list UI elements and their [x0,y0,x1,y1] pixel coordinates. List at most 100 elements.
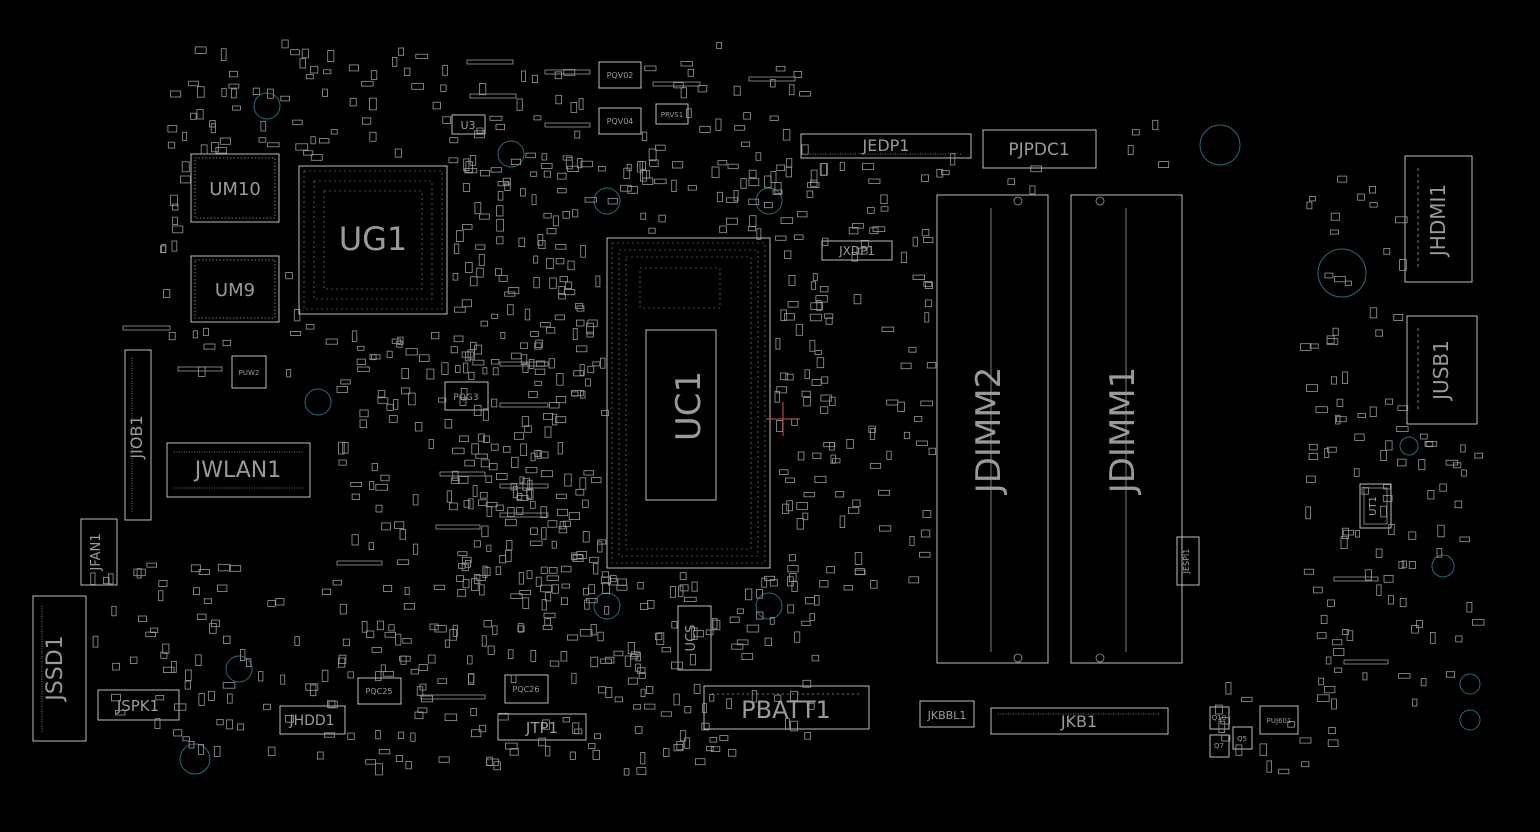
connector-jedp1[interactable]: JEDP1 [800,133,972,159]
ic-ucs[interactable]: UCS [677,605,712,671]
passive-footprint [290,330,302,336]
passive-footprint [450,477,460,484]
passive-footprint [461,299,472,308]
label-ut1: UT1 [1368,496,1379,516]
ic-puj601[interactable]: PUJ601 [1259,705,1299,735]
passive-footprint [338,654,347,664]
passive-footprint [791,580,798,592]
passive-footprint [137,615,147,622]
passive-footprint [171,203,179,211]
passive-footprint [1329,229,1340,235]
passive-footprint [727,163,739,170]
connector-jkbbl1[interactable]: JKBBL1 [919,700,975,728]
passive-footprint [339,603,347,615]
gpu-ug1[interactable]: UG1 [298,165,448,315]
passive-footprint [909,536,915,546]
passive-footprint [693,683,701,694]
connector-jusb1[interactable]: JUSB1 [1406,315,1478,425]
connector-jspk1[interactable]: JSPK1 [97,689,180,721]
ic-u3[interactable]: U3 [451,114,486,135]
ic-ut1[interactable]: UT1 [1359,483,1392,529]
passive-footprint [680,61,694,67]
passive-footprint [184,680,191,690]
power-stage-pqv04[interactable]: PQV04 [598,107,642,135]
passive-footprint [1336,398,1344,407]
power-stage-pqg3[interactable]: PQG3 [444,381,489,411]
connector-jwlan1[interactable]: JWLAN1 [166,442,311,498]
passive-footprint [601,410,609,416]
connector-jxdp1[interactable]: JXDP1 [821,240,893,261]
passive-footprint [217,563,231,572]
passive-footprint [484,567,491,576]
label-jusb1: JUSB1 [1429,340,1453,402]
connector-jiob1[interactable]: JIOB1 [124,349,152,521]
connector-jhdd1[interactable]: JHDD1 [279,705,346,735]
passive-footprint [136,568,142,579]
passive-footprint [640,688,646,698]
passive-footprint [111,693,121,702]
passive-footprint [555,94,562,105]
passive-footprint [208,690,215,701]
passive-footprint [1355,530,1361,538]
connector-pbatt1[interactable]: PBATT1 [703,685,870,730]
passive-footprint [1401,560,1407,569]
connector-jssd1[interactable]: JSSD1 [32,595,87,742]
connector-jkb1[interactable]: JKB1 [990,707,1169,735]
connector-jespi1[interactable]: JESPI1 [1176,536,1200,586]
passive-footprint [323,69,332,75]
power-stage-pqc26[interactable]: PQC26 [504,674,549,704]
passive-footprint [375,730,381,740]
passive-footprint [504,291,516,297]
passive-footprint [684,596,697,602]
passive-footprint [491,398,498,408]
passive-footprint [812,452,822,460]
passive-footprint [371,462,378,472]
power-stage-pqc25[interactable]: PQC25 [357,677,402,705]
connector-pjpdc1[interactable]: PJPDC1 [982,129,1097,169]
ic-puw2[interactable]: PUW2 [231,355,267,389]
passive-footprint [200,144,208,155]
power-stage-pqv02[interactable]: PQV02 [598,61,642,89]
passive-footprint [510,674,517,684]
passive-footprint [511,352,522,360]
passive-footprint [804,369,810,380]
passive-footprint [1375,329,1383,337]
passive-footprint [369,131,377,142]
dimm-slot-jdimm1[interactable]: JDIMM1 [1070,194,1183,664]
passive-footprint [155,695,165,701]
passive-footprint [1354,433,1365,441]
passive-footprint [710,746,721,752]
passive-footprint [1439,483,1447,492]
label-jespi1: JESPI1 [1182,549,1191,575]
memory-chip-um10[interactable]: UM10 [190,153,280,223]
ic-prvs1[interactable]: PRVS1 [655,103,689,125]
passive-footprint [853,294,862,305]
passive-footprint [578,98,584,110]
transistor-q7[interactable]: Q7 [1209,734,1230,758]
passive-footprint [510,593,523,599]
transistor-q5[interactable]: Q5 [1232,726,1253,750]
passive-footprint [530,540,543,546]
small-components [90,39,1485,776]
passive-footprint [1341,527,1350,540]
passive-footprint [839,161,845,171]
passive-footprint [228,83,240,89]
passive-footprint [482,565,488,578]
cpu-uc1[interactable]: UC1 [606,237,771,569]
slim-connector [420,694,486,700]
passive-footprint [852,223,864,229]
passive-footprint [107,573,114,585]
dimm-slot-jdimm2[interactable]: JDIMM2 [936,194,1049,664]
connector-jfan1[interactable]: JFAN1 [80,518,118,586]
passive-footprint [213,745,221,757]
passive-footprint [461,556,472,564]
passive-footprint [814,350,822,356]
memory-chip-um9[interactable]: UM9 [190,255,280,323]
passive-footprint [741,141,751,147]
passive-footprint [823,442,836,448]
connector-jhdmi1[interactable]: JHDMI1 [1404,155,1473,283]
passive-footprint [479,83,487,96]
slim-connector [435,524,481,530]
passive-footprint [789,573,797,582]
passive-footprint [458,476,469,484]
